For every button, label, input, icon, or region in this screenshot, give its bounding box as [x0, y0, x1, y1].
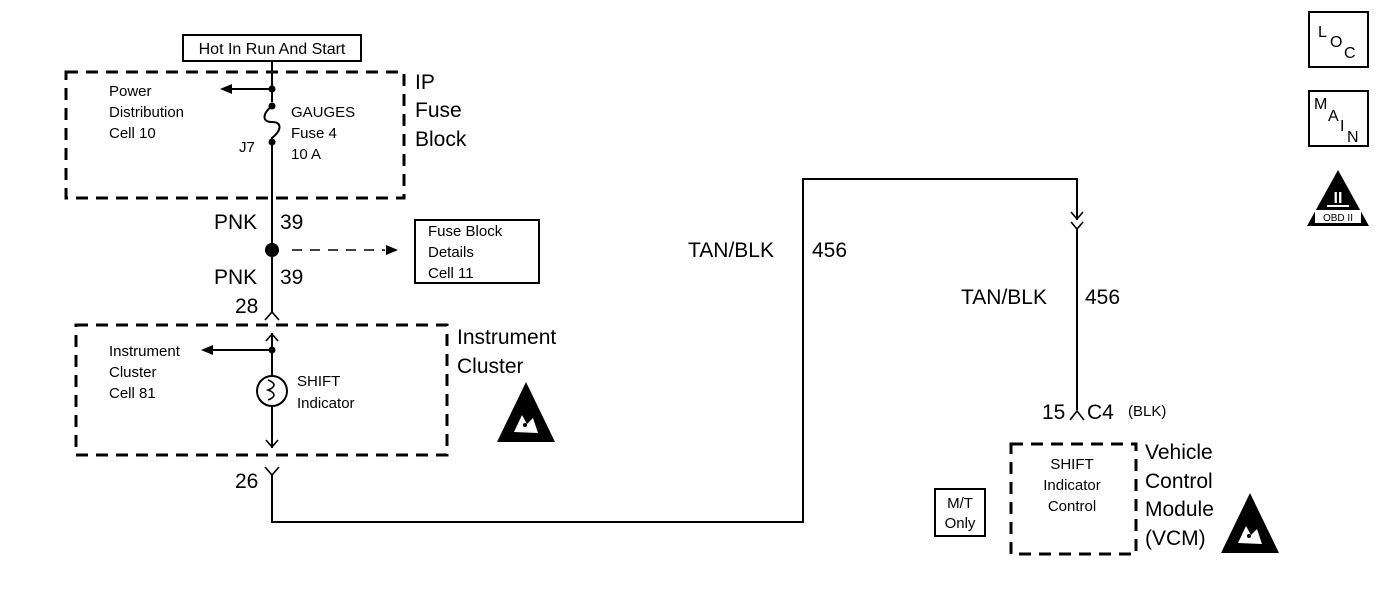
vcm-inner-line3: Control: [1048, 498, 1096, 515]
cluster-pin-26: 26: [235, 470, 258, 493]
tan-wire-color-2: TAN/BLK: [961, 286, 1047, 309]
fuse-name: GAUGES: [291, 104, 355, 121]
main-letter-m: M: [1314, 96, 1327, 113]
vcm-title-1: Vehicle: [1145, 441, 1213, 464]
power-distribution-line2: Distribution: [109, 104, 184, 121]
cluster-ref-line2: Cluster: [109, 364, 157, 381]
obd-ii-label: OBD II: [1323, 213, 1353, 224]
ip-fuse-block-title-2: Fuse: [415, 99, 462, 122]
loc-letter-o: O: [1330, 34, 1342, 51]
fuse-block-details-line3: Cell 11: [428, 265, 474, 282]
pnk-lower-color: PNK: [214, 266, 257, 289]
mt-only-line2: Only: [945, 515, 976, 532]
fuse-block-details-line1: Fuse Block: [428, 223, 503, 240]
hot-in-run-text: Hot In Run And Start: [199, 41, 346, 58]
ip-fuse-block-title-3: Block: [415, 128, 467, 151]
pnk-upper-color: PNK: [214, 211, 257, 234]
main-letter-i: I: [1340, 118, 1344, 135]
main-letter-a: A: [1328, 108, 1339, 125]
vcm-connector-color: (BLK): [1128, 403, 1166, 420]
connector-j7: J7: [239, 139, 255, 156]
instrument-cluster-title-2: Cluster: [457, 355, 524, 378]
loc-letter-c: C: [1344, 45, 1356, 62]
fuse-rating: 10 A: [291, 146, 321, 163]
pnk-upper-circuit: 39: [280, 211, 303, 234]
vcm-connector-c4: C4: [1087, 401, 1114, 424]
cluster-ref-line3: Cell 81: [109, 385, 156, 402]
mt-only-line1: M/T: [947, 495, 973, 512]
loc-letter-l: L: [1318, 24, 1327, 41]
cluster-ref-line1: Instrument: [109, 343, 181, 360]
ip-fuse-block: Power Distribution Cell 10 GAUGES Fuse 4…: [64, 70, 467, 200]
vcm-pin-15: 15: [1042, 401, 1065, 424]
power-distribution-line1: Power: [109, 83, 152, 100]
esd-warning-icon: [497, 382, 555, 442]
vcm-inner-line2: Indicator: [1043, 477, 1101, 494]
vcm-esd-warning-icon: [1221, 493, 1279, 553]
loc-icon[interactable]: L O C: [1308, 11, 1369, 68]
shift-indicator-line2: Indicator: [297, 395, 355, 412]
instrument-cluster: 28 Instrument Cluster Cell 81 SHIFT Indi…: [74, 295, 556, 493]
obd-ii-icon[interactable]: II OBD II: [1307, 170, 1369, 226]
pnk-lower-circuit: 39: [280, 266, 303, 289]
instrument-cluster-title-1: Instrument: [457, 326, 556, 349]
tan-wire-circuit-2: 456: [1085, 286, 1120, 309]
vcm-title-4: (VCM): [1145, 527, 1206, 550]
cluster-pin-28: 28: [235, 295, 258, 318]
tan-blk-wire: TAN/BLK 456 TAN/BLK 456: [271, 178, 1120, 523]
vcm-inner-line1: SHIFT: [1050, 456, 1093, 473]
shift-indicator-line1: SHIFT: [297, 373, 340, 390]
main-icon[interactable]: M A I N: [1308, 90, 1369, 147]
vcm-title-3: Module: [1145, 498, 1214, 521]
hot-in-run-label: Hot In Run And Start: [182, 34, 362, 62]
fuse-block-details-line2: Details: [428, 244, 474, 261]
splice-dot: [265, 243, 279, 257]
fuse-block-details-box: Fuse Block Details Cell 11: [414, 219, 540, 284]
pnk-wire-labels: PNK 39 PNK 39: [214, 211, 398, 289]
mt-only-box: M/T Only: [934, 488, 986, 537]
obd-ii-numeral: II: [1334, 190, 1343, 207]
tan-wire-circuit-1: 456: [812, 239, 847, 262]
vcm-title-2: Control: [1145, 470, 1213, 493]
power-distribution-line3: Cell 10: [109, 125, 156, 142]
tan-wire-color-1: TAN/BLK: [688, 239, 774, 262]
ip-fuse-block-title-1: IP: [415, 71, 435, 94]
fuse-number: Fuse 4: [291, 125, 337, 142]
vehicle-control-module: 15 C4 (BLK) SHIFT Indicator Control Vehi…: [1009, 401, 1279, 556]
main-letter-n: N: [1347, 129, 1359, 146]
